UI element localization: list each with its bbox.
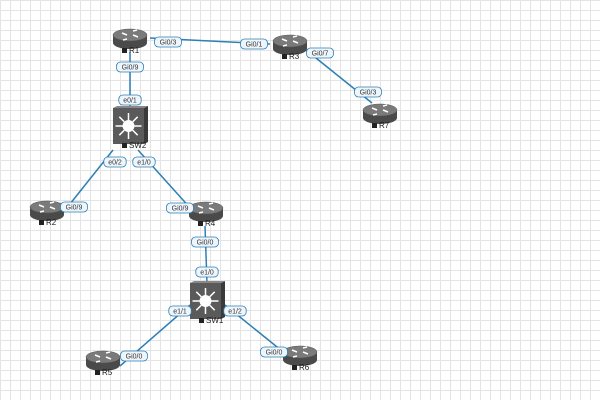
interface-label-text: e1/0 bbox=[137, 160, 151, 167]
switch-icon bbox=[190, 281, 225, 319]
node-label: SW2 bbox=[129, 141, 147, 150]
interface-label-sw1[interactable]: e1/1 bbox=[168, 305, 192, 317]
node-label: R2 bbox=[46, 218, 57, 227]
interface-label-text: Gi0/1 bbox=[246, 42, 263, 49]
interface-label-r1[interactable]: Gi0/3 bbox=[154, 36, 182, 48]
node-sw2[interactable]: SW2 bbox=[113, 106, 148, 150]
interface-label-text: e1/1 bbox=[173, 309, 187, 316]
node-label: R6 bbox=[299, 363, 310, 372]
node-r2[interactable]: R2 bbox=[29, 200, 65, 227]
interface-label-r2[interactable]: Gi0/9 bbox=[60, 201, 88, 213]
node-status-icon bbox=[95, 370, 100, 375]
interface-label-r1[interactable]: Gi0/9 bbox=[116, 61, 144, 73]
node-status-icon bbox=[122, 143, 127, 148]
node-label: R3 bbox=[289, 52, 300, 61]
interface-label-sw1[interactable]: e1/0 bbox=[195, 266, 219, 278]
interface-label-text: Gi0/9 bbox=[122, 65, 139, 72]
node-r7[interactable]: R7 bbox=[362, 103, 398, 130]
switch-icon bbox=[113, 106, 148, 144]
interface-label-text: Gi0/0 bbox=[197, 240, 214, 247]
node-label: R1 bbox=[129, 46, 140, 55]
node-r5[interactable]: R5 bbox=[85, 350, 121, 377]
interface-label-text: Gi0/9 bbox=[66, 205, 83, 212]
interface-label-text: Gi0/0 bbox=[266, 350, 283, 357]
interface-label-sw2[interactable]: e0/2 bbox=[103, 156, 127, 168]
interface-label-text: e0/1 bbox=[123, 98, 137, 105]
interface-label-text: Gi0/7 bbox=[312, 51, 329, 58]
node-sw1[interactable]: SW1 bbox=[190, 281, 225, 325]
router-icon bbox=[188, 201, 224, 222]
interface-label-text: Gi0/3 bbox=[360, 90, 377, 97]
node-status-icon bbox=[282, 54, 287, 59]
node-r6[interactable]: R6 bbox=[282, 345, 318, 372]
node-status-icon bbox=[39, 220, 44, 225]
interface-label-text: Gi0/9 bbox=[172, 206, 189, 213]
interface-label-sw1[interactable]: e1/2 bbox=[223, 305, 247, 317]
interface-label-text: Gi0/0 bbox=[126, 354, 143, 361]
interface-label-text: e0/2 bbox=[108, 160, 122, 167]
interface-label-text: Gi0/3 bbox=[160, 40, 177, 47]
interface-label-r3[interactable]: Gi0/7 bbox=[306, 47, 334, 59]
node-status-icon bbox=[198, 221, 203, 226]
interface-label-r4[interactable]: Gi0/0 bbox=[191, 236, 219, 248]
router-icon bbox=[29, 200, 65, 221]
router-icon bbox=[85, 350, 121, 371]
router-icon bbox=[282, 345, 318, 366]
node-r3[interactable]: R3 bbox=[272, 34, 308, 61]
node-r4[interactable]: R4 bbox=[188, 201, 224, 228]
node-r1[interactable]: R1 bbox=[112, 28, 148, 55]
interface-label-text: e1/2 bbox=[228, 309, 242, 316]
interface-label-sw2[interactable]: e0/1 bbox=[118, 94, 142, 106]
interface-label-text: e1/0 bbox=[200, 270, 214, 277]
interface-label-sw2[interactable]: e1/0 bbox=[132, 156, 156, 168]
node-status-icon bbox=[372, 123, 377, 128]
router-icon bbox=[112, 28, 148, 49]
interface-label-r6[interactable]: Gi0/0 bbox=[260, 346, 288, 358]
router-icon bbox=[272, 34, 308, 55]
node-status-icon bbox=[122, 48, 127, 53]
interface-label-r3[interactable]: Gi0/1 bbox=[240, 38, 268, 50]
interface-label-r7[interactable]: Gi0/3 bbox=[354, 86, 382, 98]
node-status-icon bbox=[292, 365, 297, 370]
node-label: R5 bbox=[102, 368, 113, 377]
interface-label-r4[interactable]: Gi0/9 bbox=[166, 202, 194, 214]
router-icon bbox=[362, 103, 398, 124]
interface-label-r5[interactable]: Gi0/0 bbox=[120, 350, 148, 362]
node-label: R7 bbox=[379, 121, 390, 130]
node-status-icon bbox=[199, 318, 204, 323]
node-label: SW1 bbox=[206, 316, 224, 325]
node-label: R4 bbox=[205, 219, 216, 228]
